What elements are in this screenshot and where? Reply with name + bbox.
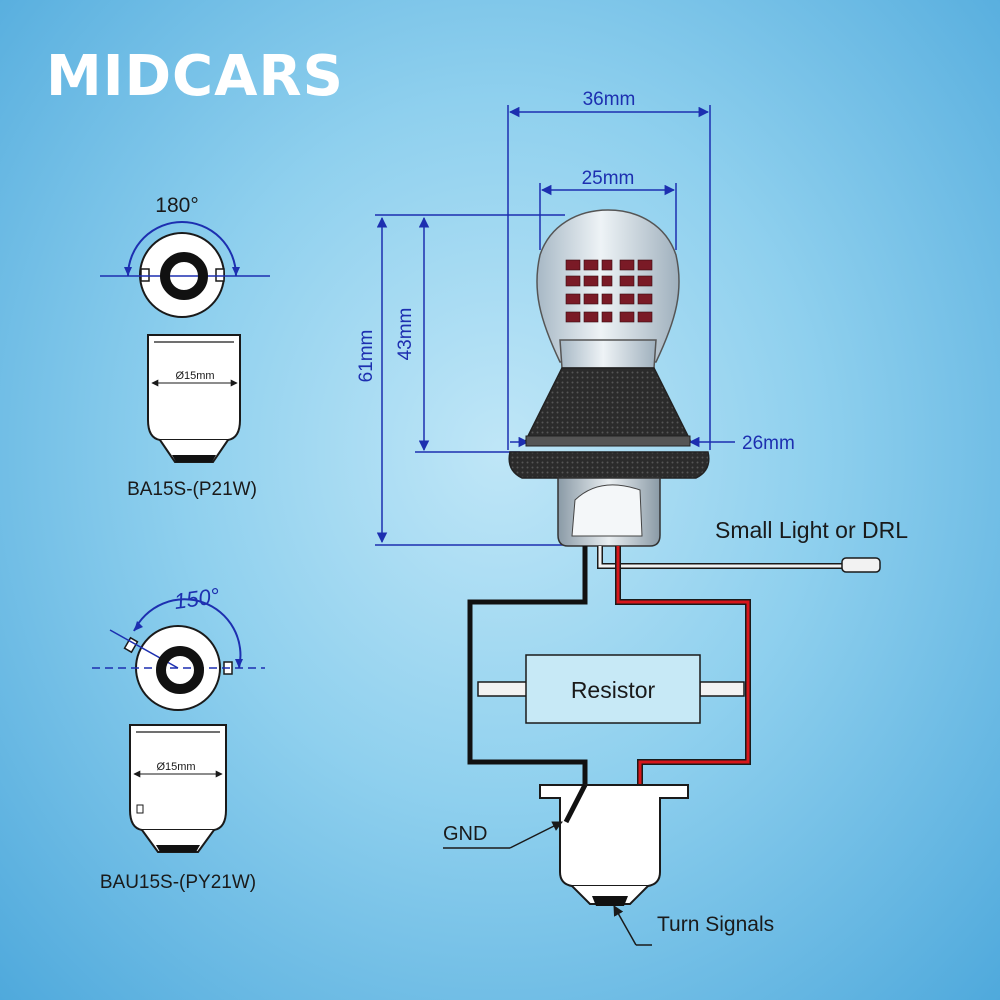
bau15s-rotation-label: 150° [173,583,222,614]
heatsink [524,367,692,441]
ba15s-rotation-label: 180° [155,194,198,217]
dim-width-inner: 25mm [582,168,635,189]
bulb-neck [559,339,657,369]
main-bulb: 36mm 25mm 61mm 43mm 26mm [356,89,795,547]
ba15s-diagram: 180° Ø15mm BA15S-(P21W) [100,194,270,500]
dimension-lines [375,105,735,546]
ba15s-side-view: Ø15mm [147,334,241,463]
brand-logo: MIDCARS [46,44,344,109]
dim-height-bulb: 43mm [395,308,416,361]
bau15s-diagram: 150° Ø15mm BAU15S-(PY21W) [92,583,265,893]
turn-signals-label: Turn Signals [657,913,774,936]
resistor-box [525,654,701,724]
gnd-label: GND [443,823,487,845]
socket-base [539,783,689,906]
ba15s-top-view: 180° [100,194,270,318]
bau15s-diameter-label: Ø15mm [156,761,195,773]
bau15s-top-view: 150° [92,583,265,711]
dim-width-outer: 36mm [583,89,636,110]
ba15s-label: BA15S-(P21W) [127,479,257,500]
bau15s-label: BAU15S-(PY21W) [100,872,256,893]
drl-connector [841,557,881,573]
drl-wire [597,546,842,569]
small-light-label: Small Light or DRL [715,517,908,543]
bau15s-side-view: Ø15mm [129,724,227,853]
ba15s-diameter-label: Ø15mm [175,370,214,382]
dim-base-width: 26mm [742,433,795,454]
led-array [565,259,653,323]
bulb-collar [508,451,710,479]
dim-height-total: 61mm [356,330,377,383]
ground-wire [467,546,588,785]
resistor-label: Resistor [571,677,656,703]
